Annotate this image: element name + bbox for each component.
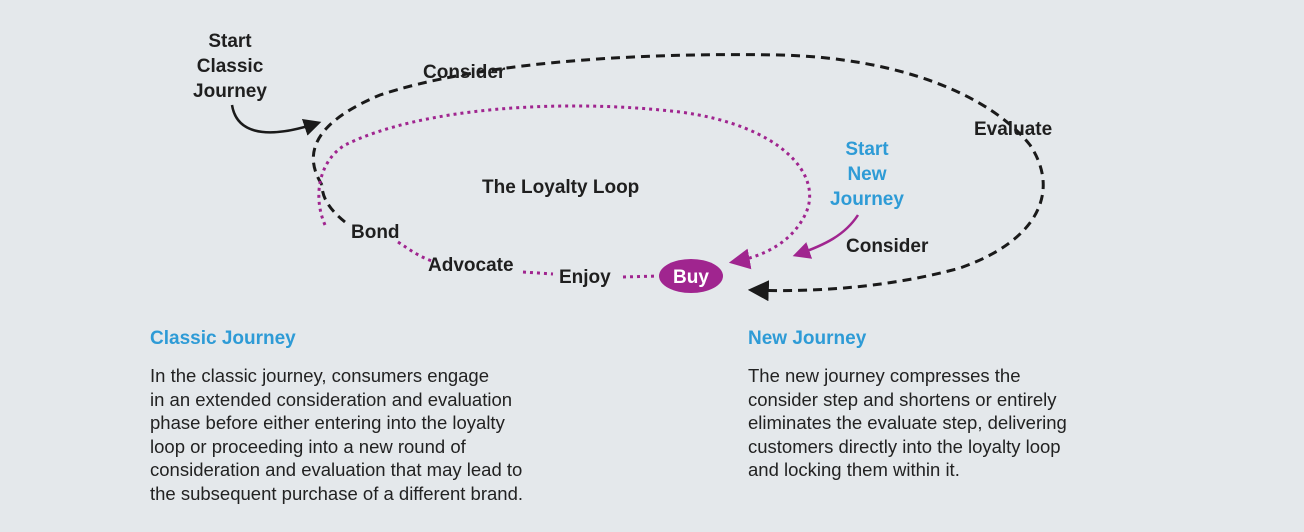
classic-journey-title: Classic Journey bbox=[150, 328, 296, 349]
start-new-arrow bbox=[792, 214, 860, 259]
start-classic-line-1: Start bbox=[208, 31, 252, 52]
classic-line: loop or proceeding into a new round of bbox=[150, 435, 466, 457]
classic-line: in an extended consideration and evaluat… bbox=[150, 388, 513, 410]
new-line: and locking them within it. bbox=[748, 459, 960, 480]
classic-line: In the classic journey, consumers engage bbox=[150, 365, 490, 386]
start-classic-line-2: Classic bbox=[197, 56, 264, 77]
new-journey-title: New Journey bbox=[748, 328, 867, 349]
classic-line: the subsequent purchase of a different b… bbox=[150, 482, 524, 504]
bond-to-consider-path bbox=[320, 184, 346, 224]
classic-line: phase before either entering into the lo… bbox=[150, 412, 505, 433]
start-new-line-1: Start bbox=[845, 139, 889, 160]
new-line: The new journey compresses the bbox=[748, 365, 1021, 386]
start-classic-line-3: Journey bbox=[193, 81, 267, 102]
evaluate-label: Evaluate bbox=[974, 119, 1052, 140]
loyalty-loop-title: The Loyalty Loop bbox=[482, 177, 639, 198]
consider-classic-label: Consider bbox=[423, 62, 506, 83]
buy-node bbox=[659, 259, 723, 293]
start-new-line-2: New bbox=[847, 164, 886, 185]
new-journey-panel: New Journey The new journey compresses t… bbox=[748, 328, 1248, 482]
bond-advocate-connector bbox=[397, 240, 433, 263]
enjoy-buy-connector bbox=[622, 274, 659, 279]
classic-journey-description: In the classic journey, consumers engage… bbox=[150, 364, 650, 505]
advocate-enjoy-connector bbox=[522, 270, 554, 276]
start-new-line-3: Journey bbox=[830, 189, 904, 210]
new-line: consider step and shortens or entirely bbox=[748, 388, 1057, 410]
buy-label: Buy bbox=[673, 267, 709, 288]
classic-journey-panel: Classic Journey In the classic journey, … bbox=[150, 328, 650, 505]
new-line: eliminates the evaluate step, delivering bbox=[748, 412, 1067, 433]
enjoy-label: Enjoy bbox=[559, 267, 611, 288]
new-journey-description: The new journey compresses the consider … bbox=[748, 364, 1248, 482]
consider-new-label: Consider bbox=[846, 236, 929, 257]
new-line: customers directly into the loyalty loop bbox=[748, 435, 1061, 457]
bond-label: Bond bbox=[351, 222, 400, 243]
start-classic-arrow bbox=[230, 104, 322, 136]
classic-line: consideration and evaluation that may le… bbox=[150, 459, 523, 480]
advocate-label: Advocate bbox=[428, 255, 514, 276]
classic-journey-path bbox=[311, 53, 1045, 302]
